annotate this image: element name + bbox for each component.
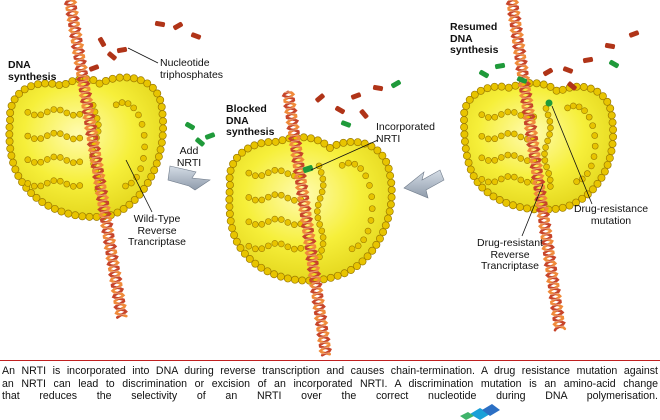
- label-add-nrti: Add NRTI: [176, 145, 202, 169]
- label-drug-resistance-mutation: Drug-resistance mutation: [573, 203, 649, 227]
- panel-wild-type: [5, 0, 202, 319]
- nucleotide-pointer: [127, 47, 159, 64]
- enzyme-drug-resistant: [460, 79, 618, 214]
- label-nucleotide-triphosphates: Nucleotide triphosphates: [160, 57, 224, 81]
- arrow-2-icon: [403, 169, 445, 199]
- arrow-1-icon: [167, 165, 211, 191]
- nucleotide-group-1: [88, 20, 202, 72]
- label-incorporated-nrti: Incorporated NRTI: [376, 121, 435, 145]
- nucleotide-group-2: [315, 79, 401, 128]
- label-blocked-dna-synthesis: Blocked DNA synthesis: [226, 103, 275, 138]
- mutation-pointer: [551, 105, 593, 205]
- dna-helix-3: [505, 0, 567, 332]
- caption-line-1: An NRTI is incorporated into DNA during …: [2, 365, 658, 377]
- drug-resistant-pointer: [521, 183, 544, 237]
- label-resumed-dna-synthesis: Resumed DNA synthesis: [450, 21, 499, 56]
- nrti-add-group: [185, 121, 216, 147]
- caption-divider: [0, 360, 660, 361]
- dna-helix-1: [63, 0, 128, 319]
- label-dna-synthesis: DNA synthesis: [8, 59, 57, 83]
- label-wild-type-rt: Wild-Type Reverse Trancriptase: [128, 213, 186, 248]
- incorporated-nrti-mark: [302, 164, 314, 174]
- label-drug-resistant-rt: Drug-resistant Reverse Trancriptase: [477, 237, 543, 272]
- wild-type-pointer: [125, 159, 153, 213]
- caption-line-3: that reduces the selectivity of an NRTI …: [2, 390, 658, 403]
- dna-helix-2: [281, 90, 332, 357]
- incorporated-nrti-pointer: [310, 139, 379, 171]
- logo-fragment: [460, 404, 500, 420]
- panel-drug-resistant: [460, 0, 640, 332]
- caption-line-2: an NRTI can lead to discrimination or ex…: [2, 377, 658, 390]
- mutation-mark: [545, 99, 553, 107]
- panel-blocked: [225, 79, 401, 357]
- caption: An NRTI is incorporated into DNA during …: [2, 365, 658, 403]
- enzyme-wild-type: [5, 73, 168, 221]
- nucleotide-group-3: [479, 30, 640, 91]
